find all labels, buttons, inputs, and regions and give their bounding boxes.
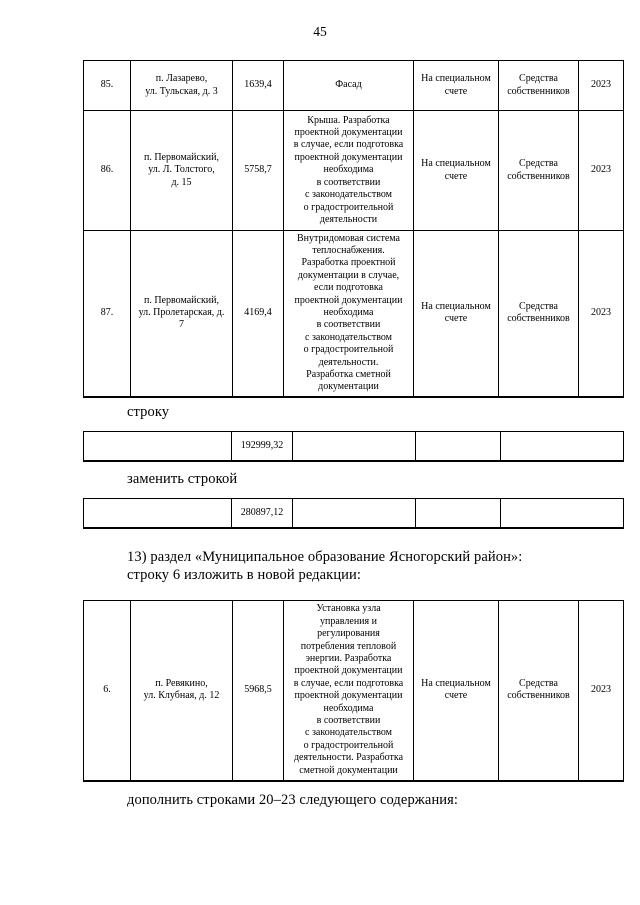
table-row: 280897,12 [83, 498, 624, 529]
capital-repair-table: 85. п. Лазарево, ул. Тульская, д. 3 1639… [83, 60, 624, 398]
page-number: 45 [313, 24, 327, 39]
total-value-cell: 280897,12 [231, 498, 293, 529]
section13-line2: строку 6 изложить в новой редакции: [127, 566, 362, 583]
year-cell: 2023 [578, 230, 624, 398]
empty-cell [415, 431, 501, 462]
funding-source-cell: Средства собственников [498, 230, 579, 398]
paragraph-stroku: строку [127, 404, 170, 420]
work-type-cell: Установка узла управления и регулировани… [283, 600, 414, 782]
address-cell: п. Ревякино, ул. Клубная, д. 12 [130, 600, 233, 782]
new-row-table: 280897,12 [83, 498, 624, 529]
year-cell: 2023 [578, 110, 624, 231]
address-cell: п. Лазарево, ул. Тульская, д. 3 [130, 60, 233, 111]
empty-cell [292, 498, 416, 529]
paragraph-section13: 13) раздел «Муниципальное образование Яс… [127, 549, 522, 584]
empty-cell [292, 431, 416, 462]
address-cell: п. Первомайский, ул. Пролетарская, д. 7 [130, 230, 233, 398]
row-number-cell: 85. [83, 60, 131, 111]
work-type-cell: Внутридомовая система теплоснабжения. Ра… [283, 230, 414, 398]
year-cell: 2023 [578, 60, 624, 111]
account-type-cell: На специальном счете [413, 60, 499, 111]
funding-source-cell: Средства собственников [498, 600, 579, 782]
section13-line1: 13) раздел «Муниципальное образование Яс… [127, 549, 523, 565]
account-type-cell: На специальном счете [413, 230, 499, 398]
funding-source-cell: Средства собственников [498, 110, 579, 231]
table-row: 86. п. Первомайский, ул. Л. Толстого, д.… [83, 110, 624, 231]
empty-cell [415, 498, 501, 529]
paragraph-zamenit: заменить строкой [127, 471, 238, 487]
account-type-cell: На специальном счете [413, 110, 499, 231]
table-row: 87. п. Первомайский, ул. Пролетарская, д… [83, 230, 624, 398]
account-type-cell: На специальном счете [413, 600, 499, 782]
empty-cell [500, 498, 624, 529]
work-type-cell: Крыша. Разработка проектной документации… [283, 110, 414, 231]
empty-cell [500, 431, 624, 462]
area-cell: 5968,5 [232, 600, 284, 782]
row-number-cell: 6. [83, 600, 131, 782]
paragraph-dopolnit: дополнить строками 20–23 следующего соде… [127, 792, 459, 808]
total-value-cell: 192999,32 [231, 431, 293, 462]
table-row: 85. п. Лазарево, ул. Тульская, д. 3 1639… [83, 60, 624, 111]
row-number-cell: 86. [83, 110, 131, 231]
address-cell: п. Первомайский, ул. Л. Толстого, д. 15 [130, 110, 233, 231]
funding-source-cell: Средства собственников [498, 60, 579, 111]
work-type-cell: Фасад [283, 60, 414, 111]
row-number-cell: 87. [83, 230, 131, 398]
year-cell: 2023 [578, 600, 624, 782]
area-cell: 1639,4 [232, 60, 284, 111]
empty-cell [83, 498, 232, 529]
table-row: 192999,32 [83, 431, 624, 462]
yasnogorsky-district-table: 6. п. Ревякино, ул. Клубная, д. 12 5968,… [83, 600, 624, 782]
empty-cell [83, 431, 232, 462]
area-cell: 4169,4 [232, 230, 284, 398]
old-row-table: 192999,32 [83, 431, 624, 462]
area-cell: 5758,7 [232, 110, 284, 231]
table-row: 6. п. Ревякино, ул. Клубная, д. 12 5968,… [83, 600, 624, 782]
